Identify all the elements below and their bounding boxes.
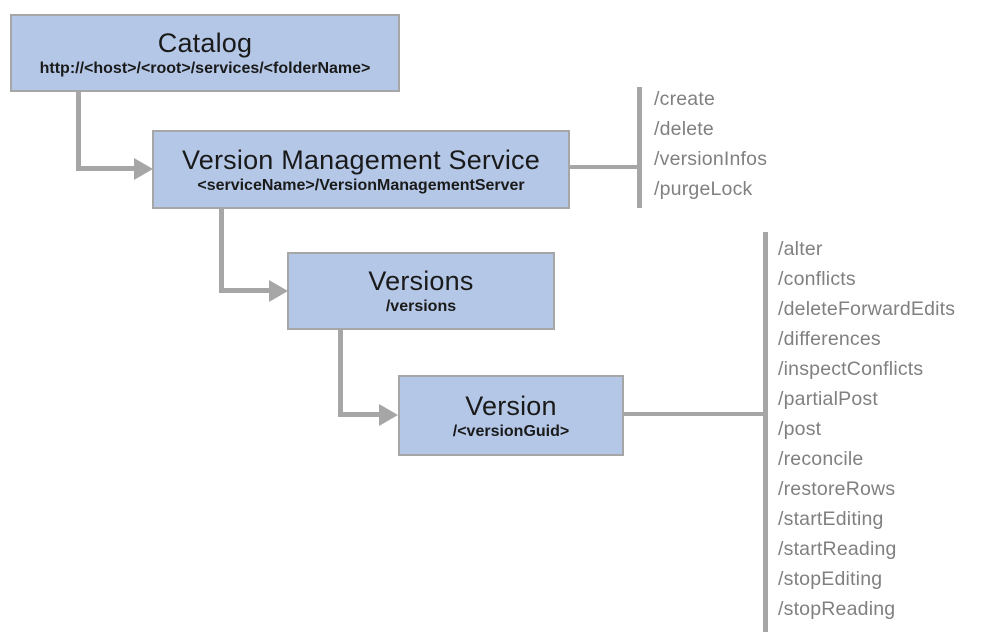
operations-list-version: /alter /conflicts /deleteForwardEdits /d… [778, 234, 955, 624]
operation-item: /purgeLock [654, 178, 753, 200]
operations-list-vms: /create /delete /versionInfos /purgeLock [654, 84, 767, 204]
operation-item: /create [654, 88, 716, 110]
operation-item: /deleteForwardEdits [778, 298, 956, 320]
node-catalog-url: http://<host>/<root>/services/<folderNam… [39, 60, 371, 77]
node-versions-title: Versions [368, 266, 474, 296]
connector-versions-to-version-vertical [338, 330, 343, 417]
arrowhead-right-icon [269, 279, 288, 302]
node-version-management-service: Version Management Service <serviceName>… [152, 130, 570, 209]
connector-vms-to-versions-vertical [219, 209, 224, 293]
connector-version-to-operations [624, 412, 766, 416]
operation-item: /startReading [778, 538, 897, 560]
operation-item: /conflicts [778, 268, 856, 290]
connector-versions-to-version-horizontal [338, 412, 380, 417]
node-vms-title: Version Management Service [182, 144, 540, 175]
connector-vms-to-versions-horizontal [219, 288, 270, 293]
operation-item: /stopReading [778, 598, 896, 620]
arrowhead-right-icon [379, 403, 398, 426]
operations-bracket-vms [637, 87, 642, 208]
operation-item: /restoreRows [778, 478, 896, 500]
operation-item: /stopEditing [778, 568, 883, 590]
node-version: Version /<versionGuid> [398, 375, 624, 456]
operation-item: /alter [778, 238, 823, 260]
operation-item: /post [778, 418, 822, 440]
operation-item: /startEditing [778, 508, 884, 530]
operation-item: /inspectConflicts [778, 358, 924, 380]
connector-vms-to-operations [570, 165, 640, 169]
operation-item: /delete [654, 118, 714, 140]
node-vms-url: <serviceName>/VersionManagementServer [197, 176, 525, 194]
node-versions: Versions /versions [287, 252, 555, 330]
node-catalog-title: Catalog [157, 28, 253, 58]
arrowhead-right-icon [134, 157, 153, 180]
node-versions-url: /versions [385, 298, 457, 315]
node-version-url: /<versionGuid> [452, 422, 570, 440]
operation-item: /differences [778, 328, 881, 350]
node-version-title: Version [465, 390, 557, 421]
node-catalog: Catalog http://<host>/<root>/services/<f… [10, 14, 400, 92]
operations-bracket-version [763, 232, 768, 632]
operation-item: /partialPost [778, 388, 878, 410]
connector-catalog-to-vms-vertical [76, 92, 81, 171]
connector-catalog-to-vms-horizontal [76, 166, 135, 171]
operation-item: /reconcile [778, 448, 864, 470]
operation-item: /versionInfos [654, 148, 768, 170]
